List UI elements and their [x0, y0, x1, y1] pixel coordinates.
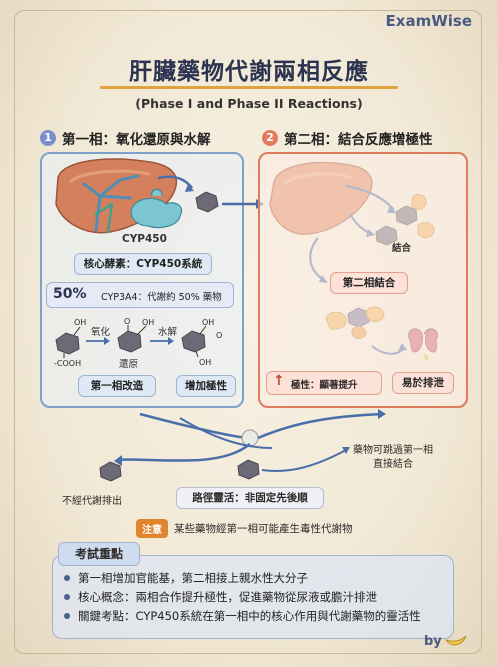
exam-points-box — [52, 555, 454, 639]
phase2-heading-text: 第二相：結合反應增極性 — [284, 132, 433, 148]
arrow-skip-to-phase2 — [257, 412, 383, 440]
page-subtitle: (Phase I and Phase II Reactions) — [135, 96, 363, 111]
page-title: 肝臟藥物代謝兩相反應 — [129, 59, 369, 85]
oh-group-2: OH — [142, 318, 155, 327]
arrow-liver-to-drug — [157, 175, 193, 189]
molecule-hydrolysis-icon — [181, 330, 206, 353]
polarity-up-text: 極性：顯著提升 — [291, 380, 358, 391]
arrow-flexible — [261, 449, 347, 472]
exam-point-text-2: 核心概念：兩相合作提升極性，促進藥物從尿液或膽汁排泄 — [78, 590, 377, 604]
skip-phase1-label: 藥物可跳過第一相直接結合 — [353, 445, 433, 470]
polarity-increase-tag: 增加極性 — [176, 375, 236, 397]
caution-row: 注意 某些藥物經第一相可能產生毒性代謝物 — [136, 519, 353, 538]
flexible-path-tag: 路徑靈活：非固定先後順 — [176, 487, 324, 509]
core-enzyme-tag: 核心酵素：CYP450系統 — [74, 253, 212, 275]
exam-point-text-3: 關鍵考點：CYP450系統在第一相中的核心作用與代謝藥物的靈活性 — [78, 609, 421, 623]
bind-label: 結合 — [392, 243, 412, 254]
exam-heading: 考試重點 — [58, 542, 140, 566]
reduction-label: 還原 — [119, 359, 139, 370]
cyp3a4-text: CYP3A4：代謝約 50% 藥物 — [101, 292, 222, 303]
title-underline — [100, 86, 398, 89]
flexible-drug-icon — [237, 459, 260, 480]
phase2-number-badge: 2 — [262, 130, 278, 146]
oh-group-3: OH — [202, 318, 215, 327]
exam-point-text-1: 第一相增加官能基，第二相接上親水性大分子 — [78, 571, 308, 585]
oh-group-4: OH — [199, 358, 212, 367]
percent-value: 50% — [53, 286, 87, 302]
page-frame — [14, 10, 482, 654]
o-group-2: O — [216, 331, 223, 340]
cyp450-label: CYP450 — [122, 233, 167, 245]
o-group: O — [124, 317, 131, 326]
arrow-no-metabolism — [117, 443, 251, 462]
cyp450-enzyme-icon — [130, 197, 183, 229]
oxidation-label: 氧化 — [91, 327, 111, 338]
oh-group-1: OH — [74, 318, 87, 327]
cooh-group: -COOH — [54, 359, 82, 368]
phase1-heading-text: 第一相：氧化還原與水解 — [62, 132, 211, 148]
excrete-tag: 易於排泄 — [392, 372, 454, 394]
exam-point-1: 第一相增加官能基，第二相接上親水性大分子 — [64, 570, 308, 586]
caution-badge: 注意 — [136, 519, 168, 538]
excreted-drug-icon — [99, 461, 122, 482]
flow-node-icon — [241, 429, 259, 447]
caution-text: 某些藥物經第一相可能產生毒性代謝物 — [174, 523, 353, 535]
phase1-heading: 1 第一相：氧化還原與水解 — [40, 128, 211, 148]
banana-logo-icon — [444, 635, 467, 646]
drug-molecule-icon — [195, 191, 219, 213]
no-metabolism-label: 不經代謝排出 — [62, 496, 122, 507]
hydrolysis-label: 水解 — [158, 327, 178, 338]
polarity-up-box: ↑ 極性：顯著提升 — [266, 371, 382, 395]
exam-point-3: 關鍵考點：CYP450系統在第一相中的核心作用與代謝藥物的靈活性 — [64, 608, 421, 624]
phase2-conjugation-tag: 第二相結合 — [330, 272, 408, 294]
phase2-heading: 2 第二相：結合反應增極性 — [262, 128, 433, 148]
exam-point-2: 核心概念：兩相合作提升極性，促進藥物從尿液或膽汁排泄 — [64, 589, 377, 605]
brand-logo: ExamWise — [385, 12, 472, 30]
up-arrow-icon: ↑ — [273, 373, 285, 389]
cyp3a4-box: 50% CYP3A4：代謝約 50% 藥物 — [46, 282, 234, 308]
molecule-reduction-icon — [117, 330, 142, 353]
phase1-number-badge: 1 — [40, 130, 56, 146]
molecule-oxidation-icon — [55, 332, 80, 355]
footer-by: by — [424, 634, 442, 649]
phase1-modify-tag: 第一相改造 — [78, 375, 156, 397]
